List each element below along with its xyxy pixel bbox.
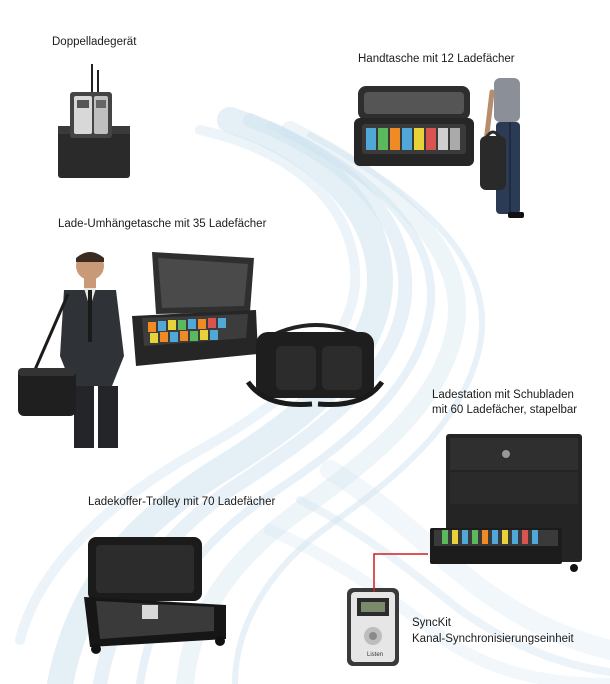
drawer-station-label-line2: mit 60 Ladefächer, stapelbar [432,404,578,416]
businessman-with-bag-image [16,246,128,452]
shoulder-bag-label: Lade-Umhängetasche mit 35 Ladefächer [58,218,267,230]
handbag-open-image [352,84,476,170]
drawer-station-label-line1: Ladestation mit Schubladen [432,389,574,401]
synckit-brand-text: Listen [367,652,384,658]
trolley-image [80,535,230,655]
dual-charger-image [54,62,134,180]
dual-charger-label: Doppelladegerät [52,36,137,48]
synckit-label-line1: SyncKit [412,617,451,629]
synckit-device-image: Listen [345,586,401,668]
shoulder-bag-open-image [128,248,260,372]
handbag-label: Handtasche mit 12 Ladefächer [358,53,515,65]
synckit-callout-line [373,553,428,592]
person-carrying-handbag-image [480,78,540,220]
trolley-label: Ladekoffer-Trolley mit 70 Ladefächer [88,496,276,508]
drawer-station-image [428,432,592,574]
shoulder-bag-closed-image [246,312,384,410]
synckit-label-line2: Kanal-Synchronisierungseinheit [412,633,574,645]
